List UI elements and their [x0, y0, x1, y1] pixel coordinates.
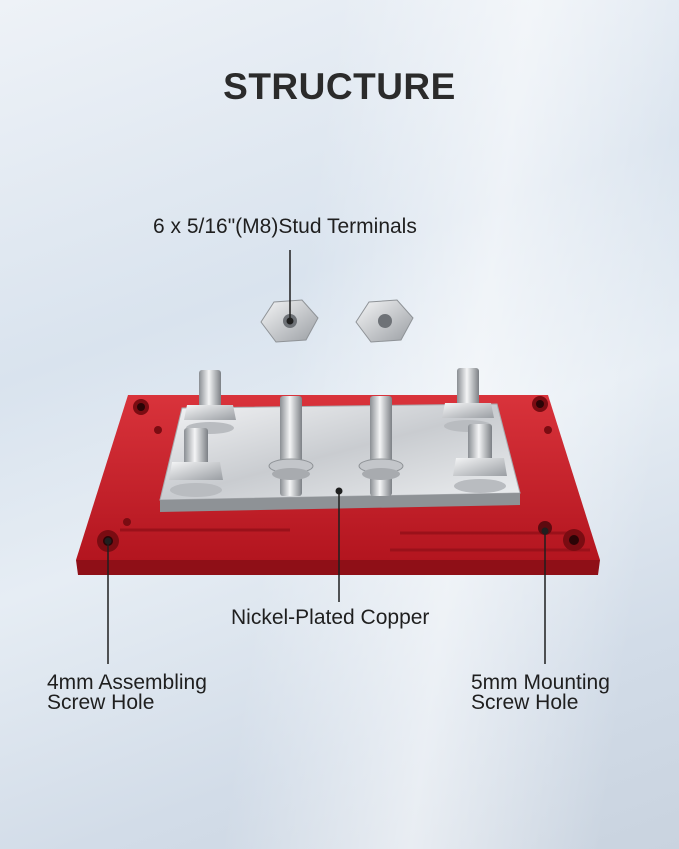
label-assembling-hole-line1: 4mm Assembling [47, 671, 207, 694]
mounting-hole-icon [133, 399, 149, 415]
label-assembling-hole-line2: Screw Hole [47, 691, 155, 714]
stud-icon [453, 424, 507, 493]
stud-icon [358, 396, 404, 496]
hex-nut-icon [355, 299, 414, 343]
label-nickel-plated-copper: Nickel-Plated Copper [231, 606, 430, 629]
mounting-hole-icon [532, 396, 548, 412]
page-title: STRUCTURE [223, 66, 456, 107]
stud-icon [268, 396, 314, 496]
label-stud-terminals: 6 x 5/16"(M8)Stud Terminals [153, 215, 417, 238]
callout-leader-lines [104, 250, 549, 664]
mounting-hole-icon [563, 529, 585, 551]
stud-terminals [169, 368, 507, 497]
label-mounting-hole-line2: Screw Hole [471, 691, 579, 714]
stud-icon [442, 368, 494, 432]
stud-icon [169, 428, 223, 497]
label-mounting-hole-line1: 5mm Mounting [471, 671, 610, 694]
loose-nuts [260, 299, 414, 343]
